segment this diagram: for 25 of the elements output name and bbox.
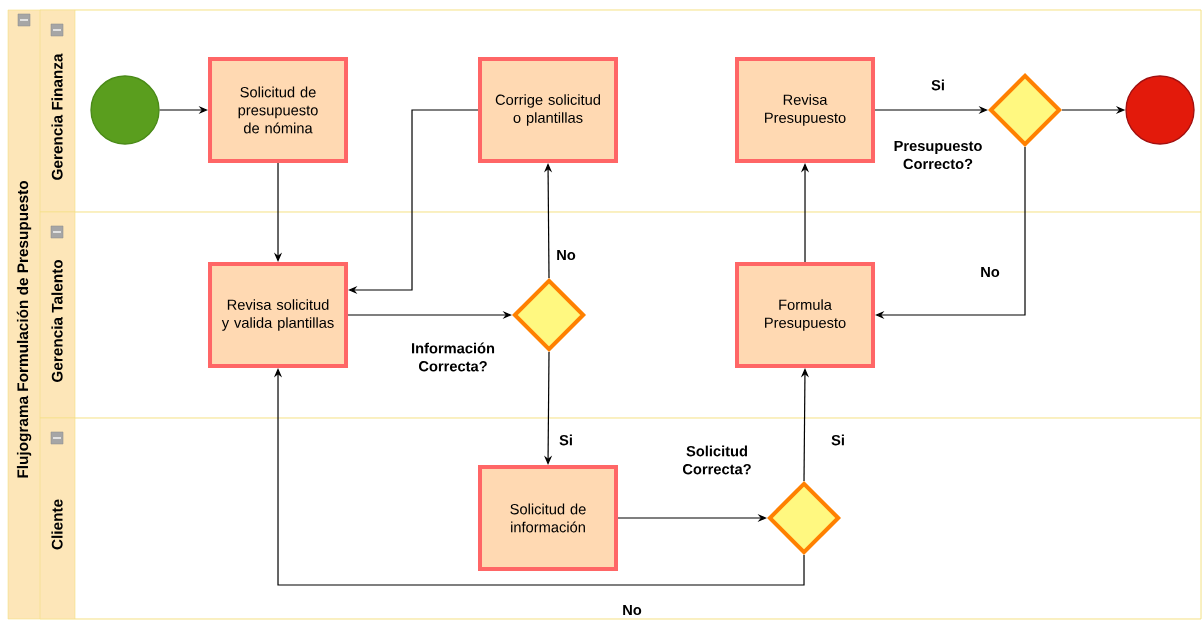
task-box: Solicitud de presupuesto de nómina <box>208 57 348 163</box>
task-box: Formula Presupuesto <box>735 262 875 368</box>
decision-diamond <box>767 481 841 555</box>
edge-label: Si <box>929 78 947 92</box>
arrow <box>800 368 809 482</box>
arrow <box>544 351 553 465</box>
task-box: Corrige solicitud o plantillas <box>478 57 618 163</box>
arrow <box>273 368 805 586</box>
arrow <box>348 109 479 295</box>
edge-label: No <box>978 265 1002 279</box>
edge-label: No <box>620 603 644 617</box>
start-event-circle <box>90 75 160 145</box>
edge-label: Si <box>829 433 847 447</box>
arrow <box>875 146 1026 320</box>
task-box: Revisa solicitud y valida plantillas <box>208 262 348 368</box>
task-box: Solicitud de información <box>478 465 618 571</box>
end-event-circle <box>1125 75 1195 145</box>
edge-label: No <box>554 248 578 262</box>
decision-label: Solicitud Correcta? <box>682 445 751 475</box>
decision-label: Información Correcta? <box>412 342 495 372</box>
decision-diamond <box>988 73 1062 147</box>
edge-label: Si <box>557 433 575 447</box>
decision-label: Presupuesto Correcto? <box>894 140 982 170</box>
decision-diamond <box>512 278 586 352</box>
task-box: Revisa Presupuesto <box>735 57 875 163</box>
